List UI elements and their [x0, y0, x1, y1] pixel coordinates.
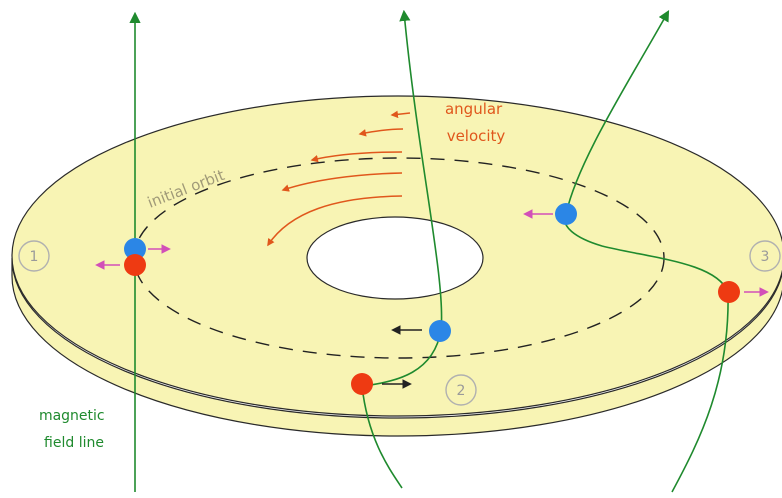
red-particle-2 [351, 373, 373, 395]
marker-2-label: 2 [457, 383, 466, 399]
marker-1-label: 1 [30, 249, 39, 265]
blue-particle-3 [555, 203, 577, 225]
blue-particle-2 [429, 320, 451, 342]
red-particle-1 [124, 254, 146, 276]
marker-3-label: 3 [761, 249, 770, 265]
red-particle-3 [718, 281, 740, 303]
disk-hole [307, 217, 483, 299]
magnetic-field-line-label: magnetic field line [39, 408, 109, 451]
